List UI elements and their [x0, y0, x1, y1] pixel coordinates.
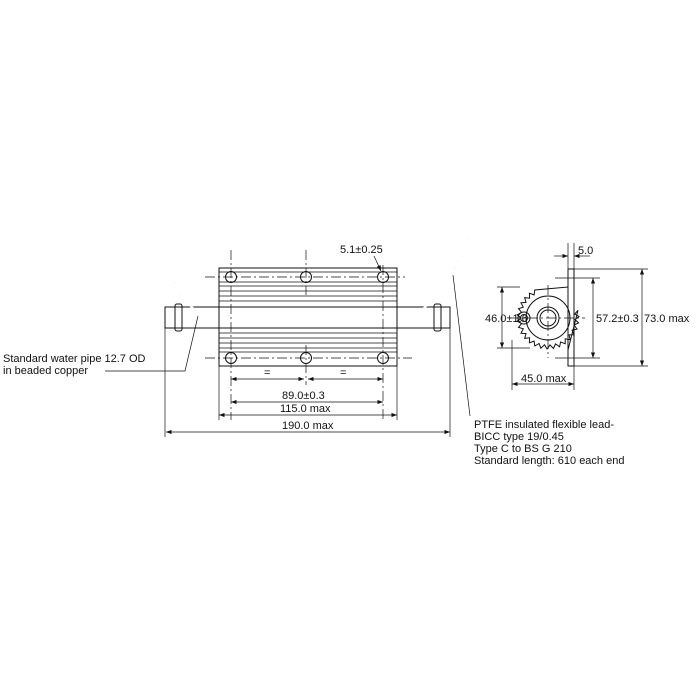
dim-hole-spacing: 89.0±0.3 [282, 390, 325, 402]
note-lead-2: BICC type 19/0.45 [474, 431, 564, 443]
resistor-body [218, 267, 398, 367]
note-lead-3: Type C to BS G 210 [474, 443, 572, 455]
mounting-hole [225, 271, 237, 283]
heatsink-profile [516, 286, 580, 351]
dim-depth: 45.0 max [521, 373, 567, 385]
note-pipe-2: in beaded copper [3, 365, 88, 377]
dim-plate-thickness: 5.0 [578, 245, 593, 257]
mounting-hole [225, 352, 237, 364]
dim-equal-left: = [264, 367, 270, 379]
dim-overall-length: 190.0 max [282, 420, 334, 432]
mounting-hole [377, 352, 389, 364]
mounting-hole [300, 271, 312, 283]
mounting-holes [225, 271, 389, 364]
mounting-hole [300, 352, 312, 364]
dim-height-57: 57.2±0.3 [596, 313, 639, 325]
dimension-lines [105, 255, 471, 437]
note-lead-1: PTFE insulated flexible lead- [474, 419, 614, 431]
note-lead-4: Standard length: 610 each end [474, 455, 624, 467]
dim-height-73: 73.0 max [644, 313, 690, 325]
note-pipe-1: Standard water pipe 12.7 OD [3, 353, 146, 365]
dim-hole-diameter: 5.1±0.25 [340, 244, 383, 256]
dim-height-46: 46.0±1.6 [485, 313, 528, 325]
lead-right [397, 238, 470, 321]
centre-lines [205, 250, 412, 420]
lead-left [162, 252, 219, 323]
dim-equal-right: = [340, 367, 346, 379]
dim-body-length: 115.0 max [280, 403, 331, 415]
side-view [497, 243, 648, 390]
mounting-hole [377, 271, 389, 283]
